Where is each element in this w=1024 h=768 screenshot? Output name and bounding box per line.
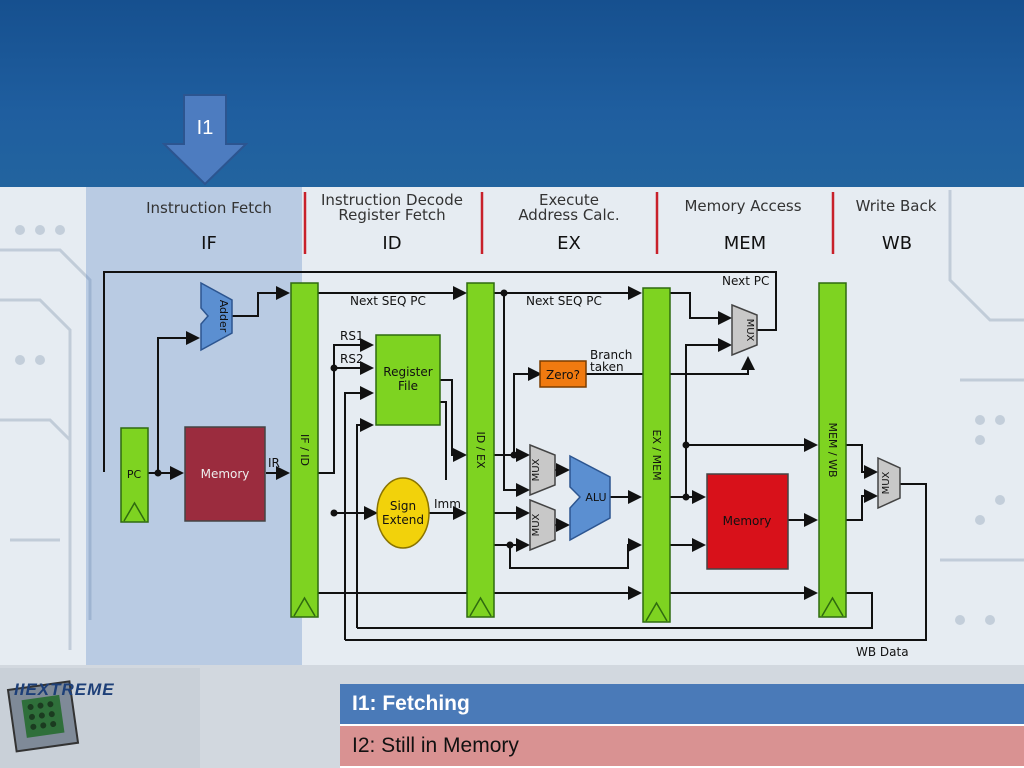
next-pc-mux-label: MUX [744,319,755,342]
idex-register [466,282,495,618]
sign-extend-label-1: Sign [390,499,416,513]
zero-label: Zero? [546,368,580,382]
stage-dividers [303,192,835,254]
pc-register [120,427,149,523]
alu-mux-a-label: MUX [531,458,542,481]
stage-ex-subtitle: Address Calc. [518,206,619,224]
sign-extend-label-2: Extend [382,513,424,527]
stage-mem-abbr: MEM [724,233,766,254]
status-panel: I1: Fetching I2: Still in Memory [340,684,1024,768]
stage-if-abbr: IF [201,233,217,254]
memwb-label: MEM / WB [826,422,839,477]
wb-mux [877,456,901,510]
idex-label: ID / EX [474,432,487,469]
status-row-fetch: I1: Fetching [340,684,1024,726]
stage-id-title: Instruction Decode [321,191,463,209]
logo-text: IIEXTREME [14,680,115,699]
stage-wb-abbr: WB [882,233,912,254]
ir-label: IR [268,456,280,470]
next-seq-pc-label-1: Next SEQ PC [350,294,426,308]
adder-label: Adder [217,300,230,333]
sign-extend [376,477,430,549]
data-memory-label: Memory [723,514,772,528]
register-file-label-1: Register [383,365,432,379]
alu-label: ALU [585,491,606,504]
data-memory [706,473,789,570]
slide-header [0,0,1024,187]
adder [200,281,233,352]
alu-mux-a [529,443,556,497]
alu-mux-b [529,498,556,552]
alu [569,454,611,542]
branch-taken-label: taken [590,360,624,374]
exmem-register [642,287,671,623]
stage-id-subtitle: Register Fetch [338,206,445,224]
pc-label: PC [127,468,142,481]
wb-mux-label: MUX [881,471,892,494]
down-arrow-icon [162,94,248,186]
zero-unit [539,360,587,388]
next-pc-mux [731,303,758,357]
stage-if-title: Instruction Fetch [146,199,272,217]
next-pc-label: Next PC [722,274,769,288]
stage-wb-title: Write Back [856,197,937,215]
exmem-label: EX / MEM [650,429,663,480]
cpu-chip-logo [0,668,200,768]
memwb-register [818,282,847,618]
stage-ex-abbr: EX [557,233,581,254]
next-seq-pc-label-2: Next SEQ PC [526,294,602,308]
register-file [375,334,441,426]
instruction-pointer-label: I1 [196,117,214,139]
imm-label: Imm [434,497,461,511]
instruction-memory-label: Memory [201,467,250,481]
rs1-label: RS1 [340,329,364,343]
register-file-label-2: File [398,379,418,393]
instruction-memory [184,426,266,522]
wb-data-label: WB Data [856,645,909,659]
status-row-memory: I2: Still in Memory [340,726,1024,768]
ifid-register [290,282,319,618]
stage-mem-title: Memory Access [684,197,801,215]
stage-ex-title: Execute [539,191,599,209]
if-stage-highlight [86,187,302,665]
branch-label: Branch [590,348,632,362]
stage-id-abbr: ID [382,233,401,254]
ifid-label: IF / ID [298,434,311,466]
rs2-label: RS2 [340,352,364,366]
alu-mux-b-label: MUX [531,513,542,536]
